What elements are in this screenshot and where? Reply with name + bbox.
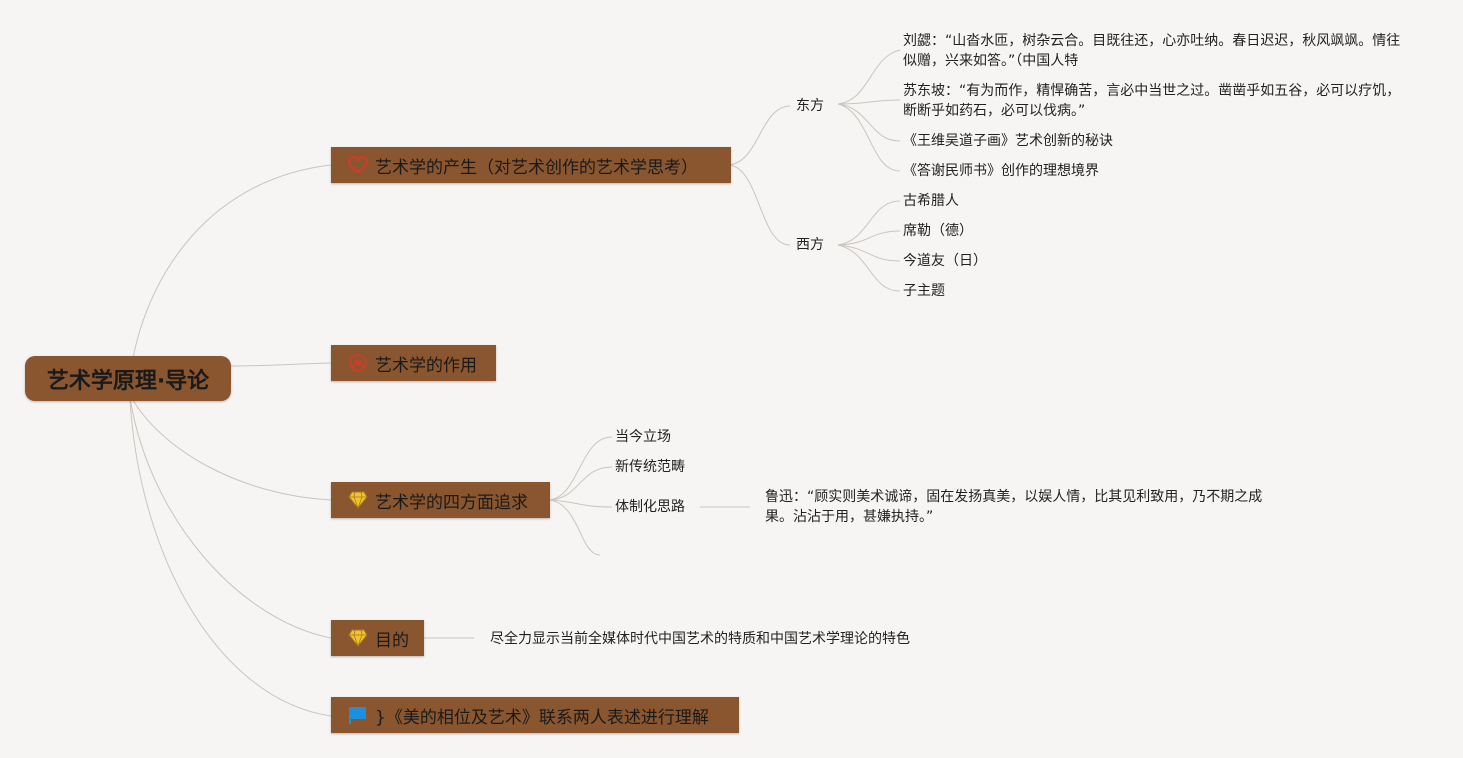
- branch-label: 艺术学的四方面追求: [375, 492, 528, 513]
- east-item-daxie[interactable]: 《答谢民师书》创作的理想境界: [903, 163, 1099, 179]
- west-item-schiller[interactable]: 席勒（德）: [903, 223, 973, 239]
- branch-understanding[interactable]: }《美的相位及艺术》联系两人表述进行理解: [331, 697, 739, 733]
- heart-icon: [347, 154, 369, 176]
- branch-label: 目的: [375, 630, 409, 651]
- branch-label: }《美的相位及艺术》联系两人表述进行理解: [375, 707, 709, 728]
- branch-pursuits[interactable]: 艺术学的四方面追求: [331, 482, 550, 518]
- west-item-greek[interactable]: 古希腊人: [903, 193, 959, 209]
- branch-label: 艺术学的作用: [375, 355, 477, 376]
- flag-icon: [347, 704, 369, 726]
- east-item-liuxie[interactable]: 刘勰：“山沓水匝，树杂云合。目既往还，心亦吐纳。春日迟迟，秋风飒飒。情往似赠，兴…: [903, 33, 1401, 69]
- west-node[interactable]: 西方: [796, 237, 824, 253]
- branch-purpose[interactable]: 目的: [331, 620, 424, 656]
- branch-label: 艺术学的产生（对艺术创作的艺术学思考）: [375, 157, 698, 178]
- east-item-wangwei[interactable]: 《王维吴道子画》艺术创新的秘诀: [903, 133, 1113, 149]
- goal-icon: [347, 352, 369, 374]
- east-node[interactable]: 东方: [796, 98, 824, 114]
- pursuit-item-institution[interactable]: 体制化思路: [615, 499, 685, 515]
- west-item-imamichi[interactable]: 今道友（日）: [903, 253, 987, 269]
- root-title: 艺术学原理·导论: [46, 368, 210, 394]
- diamond-icon: [347, 489, 369, 511]
- pursuit-item-stance[interactable]: 当今立场: [615, 429, 671, 445]
- west-item-subtopic[interactable]: 子主题: [903, 283, 945, 299]
- purpose-text[interactable]: 尽全力显示当前全媒体时代中国艺术的特质和中国艺术学理论的特色: [490, 631, 910, 647]
- root-node[interactable]: 艺术学原理·导论: [25, 356, 231, 401]
- branch-origin[interactable]: 艺术学的产生（对艺术创作的艺术学思考）: [331, 147, 731, 183]
- branch-role[interactable]: 艺术学的作用: [331, 345, 496, 381]
- east-item-sudongpo[interactable]: 苏东坡：“有为而作，精悍确苦，言必中当世之过。凿凿乎如五谷，必可以疗饥，断断乎如…: [903, 83, 1401, 119]
- diamond-icon: [347, 627, 369, 649]
- pursuit-item-tradition[interactable]: 新传统范畴: [615, 459, 685, 475]
- luxun-quote[interactable]: 鲁迅：“顾实则美术诚谛，固在发扬真美，以娱人情，比其见利致用，乃不期之成果。沾沾…: [765, 489, 1263, 525]
